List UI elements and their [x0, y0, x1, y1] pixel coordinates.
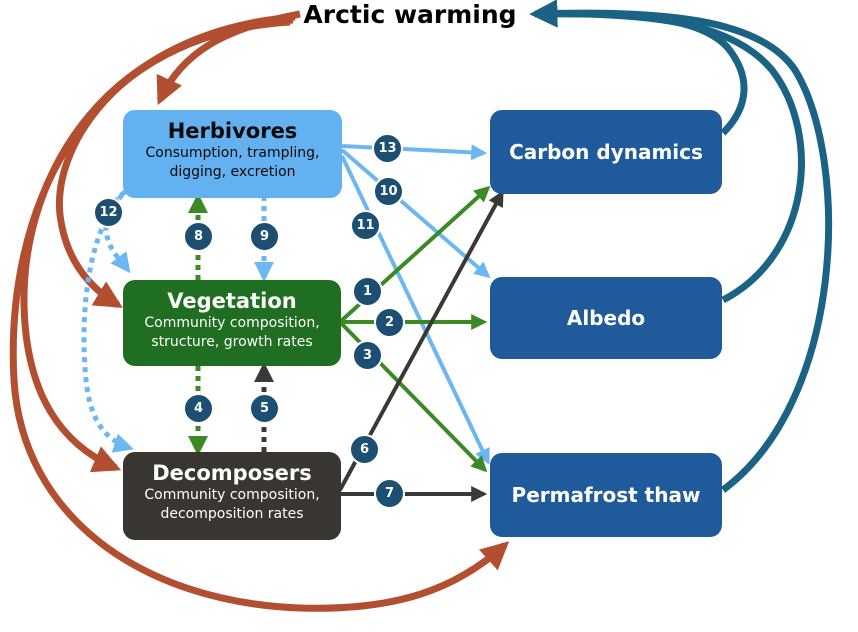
carbon-dynamics-box: Carbon dynamics — [490, 110, 722, 194]
badge-9: 9 — [249, 221, 280, 252]
vegetation-desc-line1: Community composition, — [144, 315, 320, 331]
link-10-arrow — [340, 148, 491, 279]
vegetation-box: Vegetation Community composition, struct… — [123, 280, 341, 366]
permafrost-thaw-title: Permafrost thaw — [511, 483, 701, 507]
herbivores-title: Herbivores — [167, 119, 298, 143]
decomposers-desc-line1: Community composition, — [144, 487, 320, 503]
permafrost-thaw-box: Permafrost thaw — [490, 453, 722, 537]
badge-7: 7 — [374, 478, 405, 509]
albedo-box: Albedo — [490, 277, 722, 359]
link-12-decomposers-arrow — [81, 193, 134, 453]
badge-3: 3 — [352, 340, 383, 371]
carbon-dynamics-title: Carbon dynamics — [509, 140, 703, 164]
badge-4: 4 — [183, 393, 214, 424]
badge-11: 11 — [350, 210, 381, 241]
herbivores-box: Herbivores Consumption, trampling, diggi… — [123, 110, 342, 198]
albedo-title: Albedo — [566, 306, 646, 330]
decomposers-title: Decomposers — [152, 461, 312, 485]
link-12-vegetation-arrow — [103, 189, 131, 274]
link-11-arrow — [340, 155, 490, 465]
decomposers-box: Decomposers Community composition, decom… — [123, 452, 341, 540]
vegetation-title: Vegetation — [167, 289, 297, 313]
badge-13: 13 — [372, 133, 403, 164]
herbivores-desc-line2: digging, excretion — [169, 164, 296, 180]
badge-10: 10 — [373, 176, 404, 207]
badge-6: 6 — [349, 434, 380, 465]
badge-1: 1 — [352, 276, 383, 307]
badge-5: 5 — [249, 393, 280, 424]
link-13-arrow — [341, 144, 488, 161]
warming-to-permafrost-arrow — [9, 18, 510, 612]
herbivores-desc-line1: Consumption, trampling, — [145, 145, 320, 161]
badge-8: 8 — [183, 221, 214, 252]
decomposers-desc-line2: decomposition rates — [160, 506, 304, 522]
badge-12: 12 — [93, 197, 124, 228]
vegetation-desc-line2: structure, growth rates — [151, 334, 313, 350]
arctic-warming-title: Arctic warming — [303, 0, 517, 29]
badge-2: 2 — [374, 307, 405, 338]
permafrost-feedback-arrow — [529, 0, 833, 493]
